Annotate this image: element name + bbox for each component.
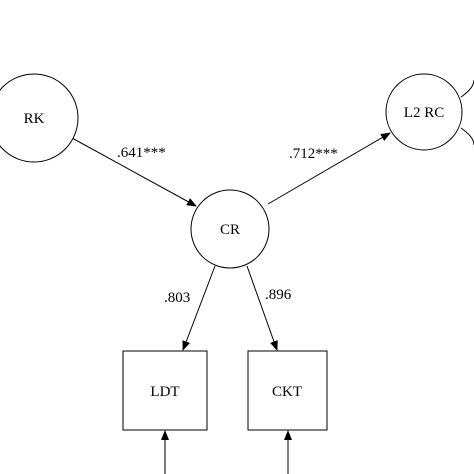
path-rk-to-cr-arrow bbox=[71, 137, 197, 207]
node-l2rc-label: L2 RC bbox=[404, 105, 444, 121]
residual-arc-l2rc-lower bbox=[460, 127, 474, 146]
path-rk-to-cr-coefficient: .641*** bbox=[117, 145, 166, 161]
node-cr bbox=[190, 189, 270, 269]
node-ldt bbox=[122, 350, 208, 431]
path-cr-to-l2rc-coefficient: .712*** bbox=[289, 146, 338, 162]
node-ckt-label: CKT bbox=[272, 384, 302, 400]
node-rk bbox=[0, 73, 79, 163]
path-cr-to-l2rc-arrow bbox=[267, 132, 391, 205]
node-l2rc bbox=[385, 73, 463, 151]
path-cr-to-ldt-arrow bbox=[182, 265, 216, 351]
node-cr-label: CR bbox=[220, 222, 240, 238]
node-ckt bbox=[247, 350, 328, 431]
path-cr-to-ldt-coefficient: .803 bbox=[164, 290, 190, 306]
node-ldt-label: LDT bbox=[150, 384, 179, 400]
path-cr-to-ckt-arrow bbox=[246, 265, 278, 351]
node-rk-label: RK bbox=[24, 111, 45, 127]
residual-arc-l2rc bbox=[460, 79, 474, 98]
path-cr-to-ckt-coefficient: .896 bbox=[265, 287, 292, 303]
